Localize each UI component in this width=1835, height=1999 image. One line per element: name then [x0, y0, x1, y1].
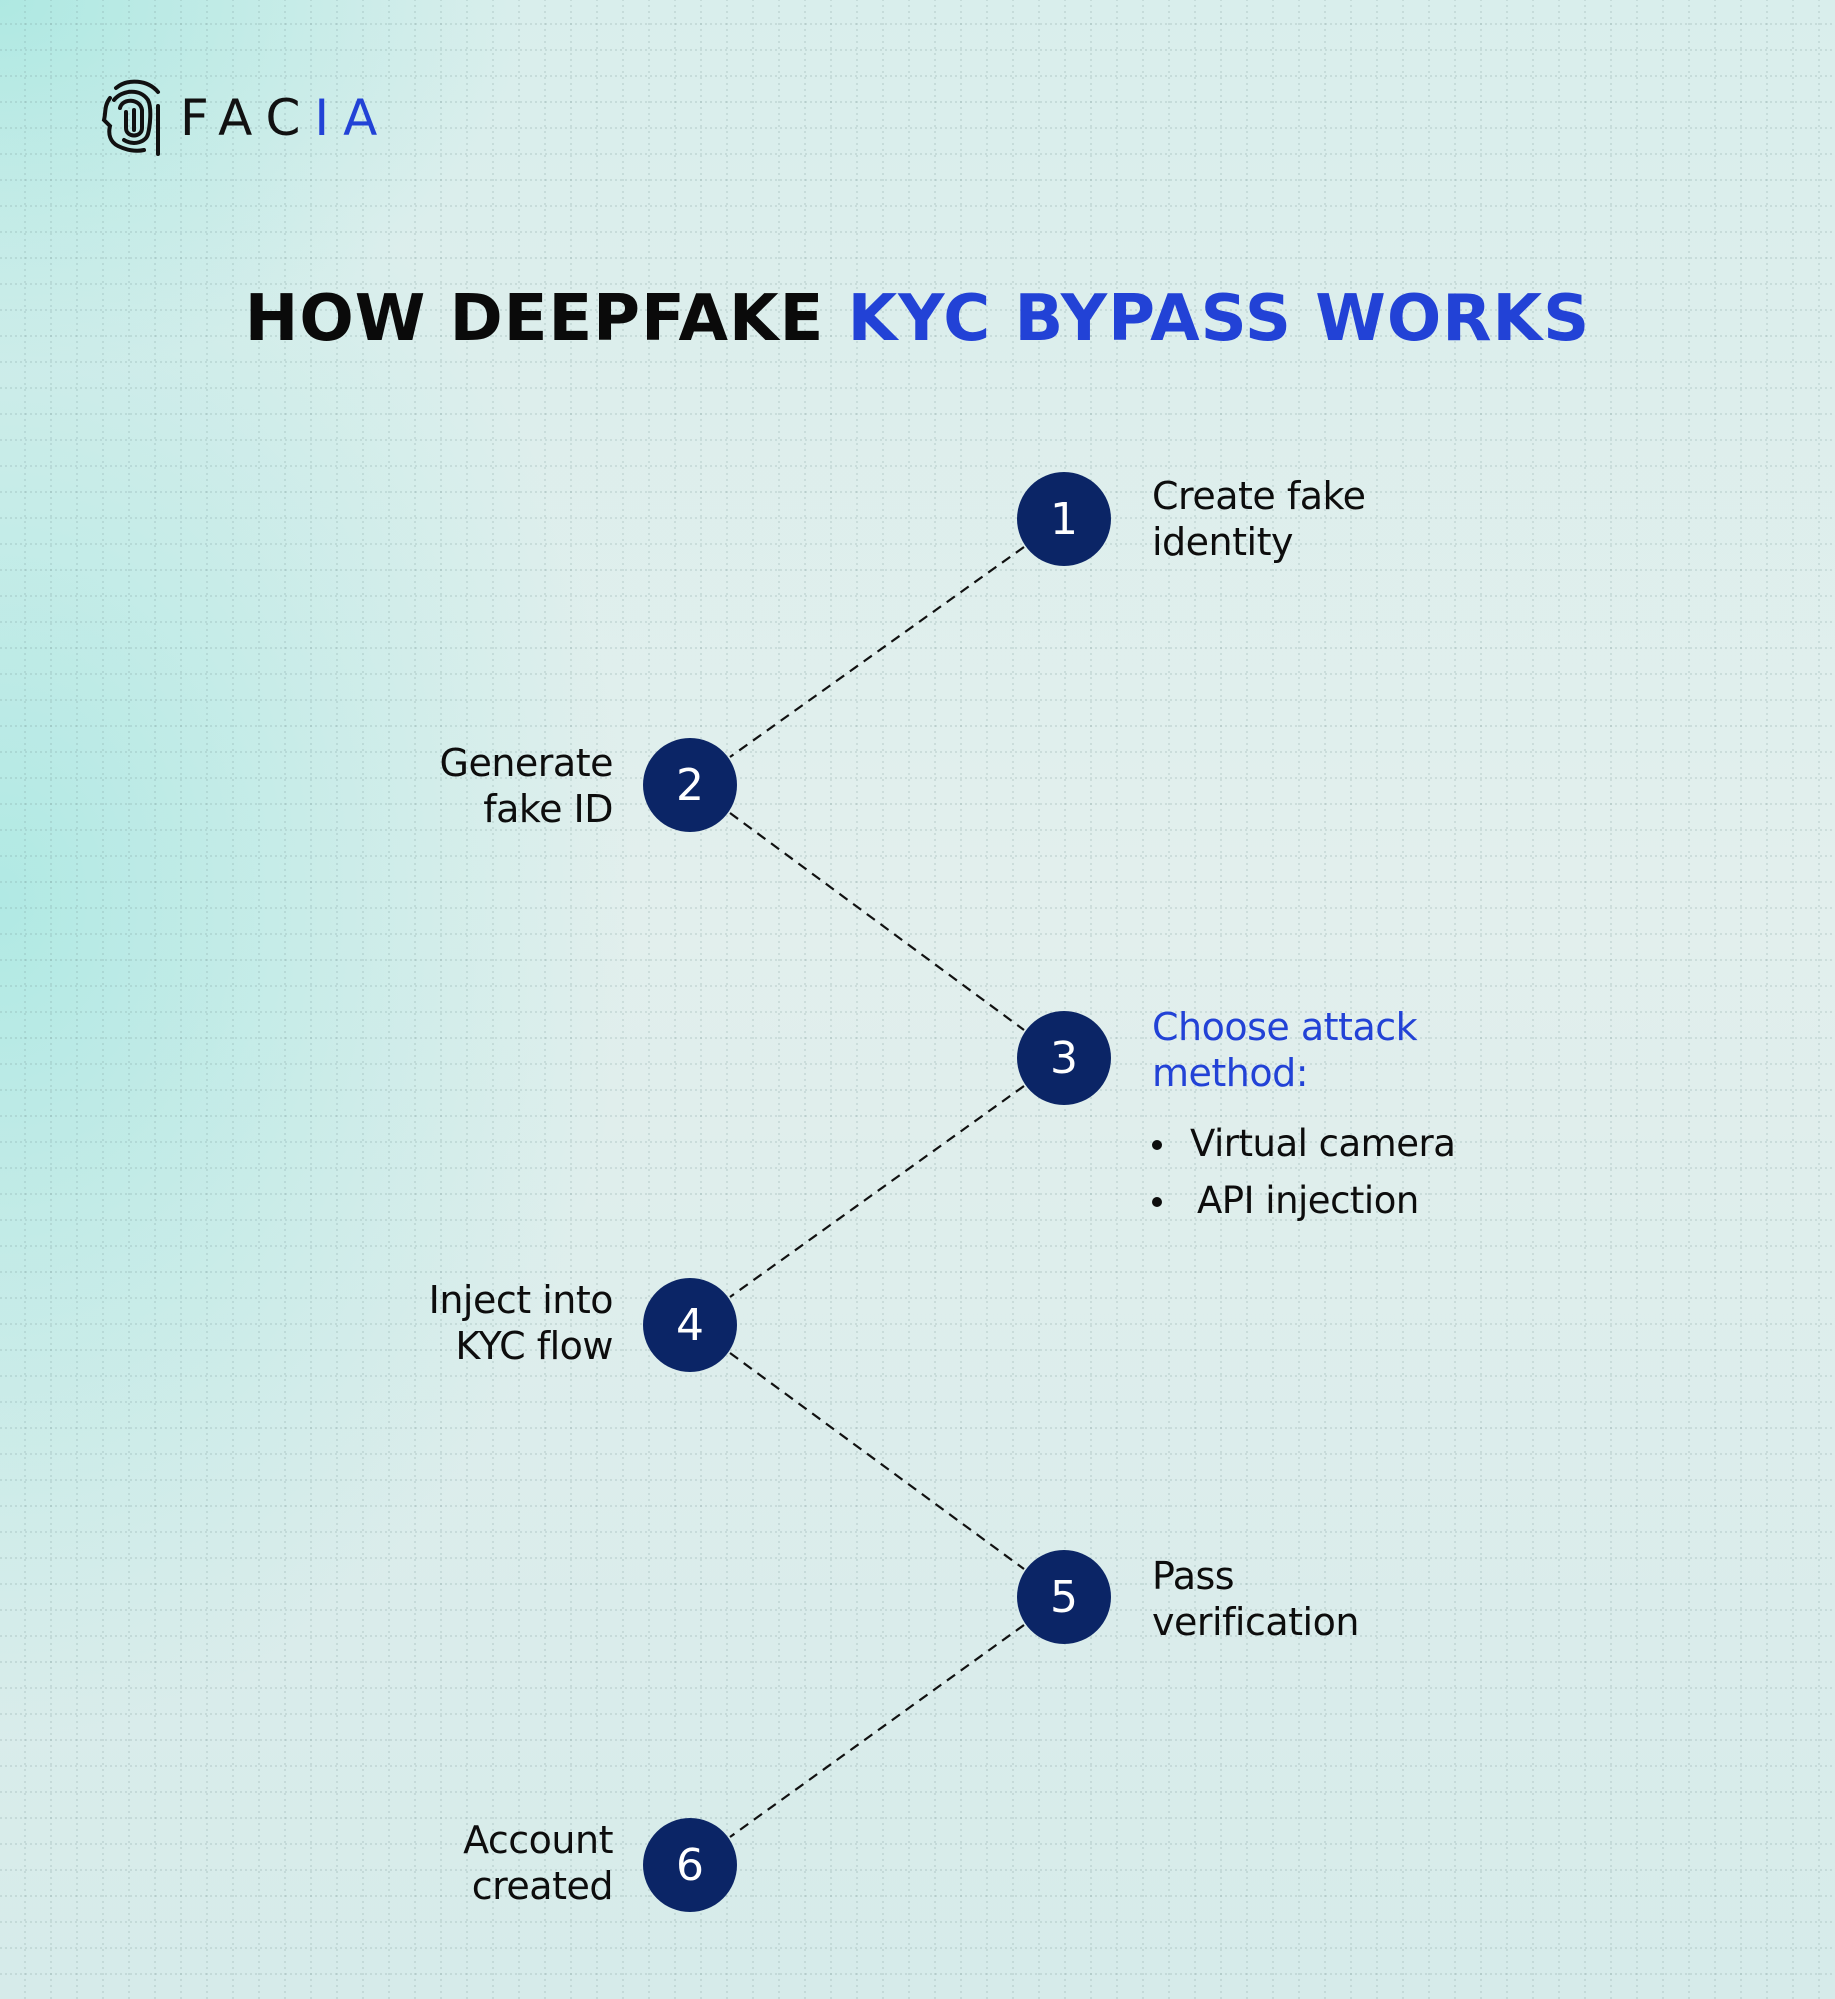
step-4-circle: 4	[643, 1278, 737, 1372]
page-title: HOW DEEPFAKE KYC BYPASS WORKS	[0, 282, 1835, 356]
attack-method-item: Virtual camera	[1150, 1115, 1456, 1172]
step-5-label-line-2: verification	[1152, 1600, 1359, 1644]
step-1-label: Create fake identity	[1152, 473, 1366, 565]
step-2-label-line-1: Generate	[439, 741, 614, 785]
attack-method-list: Virtual camera API injection	[1150, 1115, 1456, 1229]
step-4-label: Inject into KYC flow	[428, 1277, 614, 1369]
connector-5-6	[729, 1624, 1025, 1838]
step-3-label-line-1: Choose attack	[1152, 1005, 1418, 1049]
title-accent: KYC BYPASS WORKS	[847, 282, 1591, 356]
step-5-label: Pass verification	[1152, 1553, 1359, 1645]
step-1-label-line-2: identity	[1152, 520, 1293, 564]
step-1-number: 1	[1050, 493, 1078, 545]
step-6-label: Account created	[463, 1817, 613, 1909]
step-3-label-line-2: method:	[1152, 1051, 1309, 1095]
step-2-circle: 2	[643, 738, 737, 832]
step-1-label-line-1: Create fake	[1152, 474, 1366, 518]
connector-4-5	[729, 1352, 1025, 1570]
step-2-number: 2	[676, 759, 704, 811]
step-4-number: 4	[676, 1299, 704, 1351]
brand-name-dark: FAC	[180, 89, 315, 147]
step-6-label-line-1: Account	[463, 1818, 613, 1862]
connector-1-2	[729, 546, 1025, 758]
step-3-number: 3	[1050, 1032, 1078, 1084]
step-6-label-line-2: created	[471, 1864, 614, 1908]
step-2-label: Generate fake ID	[439, 740, 614, 832]
step-4-label-line-2: KYC flow	[455, 1324, 613, 1368]
step-5-number: 5	[1050, 1571, 1078, 1623]
step-6-circle: 6	[643, 1818, 737, 1912]
step-3-label: Choose attack method:	[1152, 1004, 1418, 1096]
title-dark: HOW DEEPFAKE	[244, 282, 825, 356]
step-4-label-line-1: Inject into	[428, 1278, 614, 1322]
brand-name-accent: IA	[314, 89, 392, 147]
step-5-circle: 5	[1017, 1550, 1111, 1644]
connector-2-3	[729, 812, 1025, 1031]
connector-3-4	[729, 1085, 1025, 1298]
step-5-label-line-1: Pass	[1152, 1554, 1235, 1598]
attack-method-item: API injection	[1150, 1172, 1455, 1229]
step-1-circle: 1	[1017, 472, 1111, 566]
step-3-circle: 3	[1017, 1011, 1111, 1105]
fingerprint-face-icon	[101, 79, 160, 156]
step-2-label-line-2: fake ID	[483, 787, 613, 831]
step-6-number: 6	[676, 1839, 704, 1891]
